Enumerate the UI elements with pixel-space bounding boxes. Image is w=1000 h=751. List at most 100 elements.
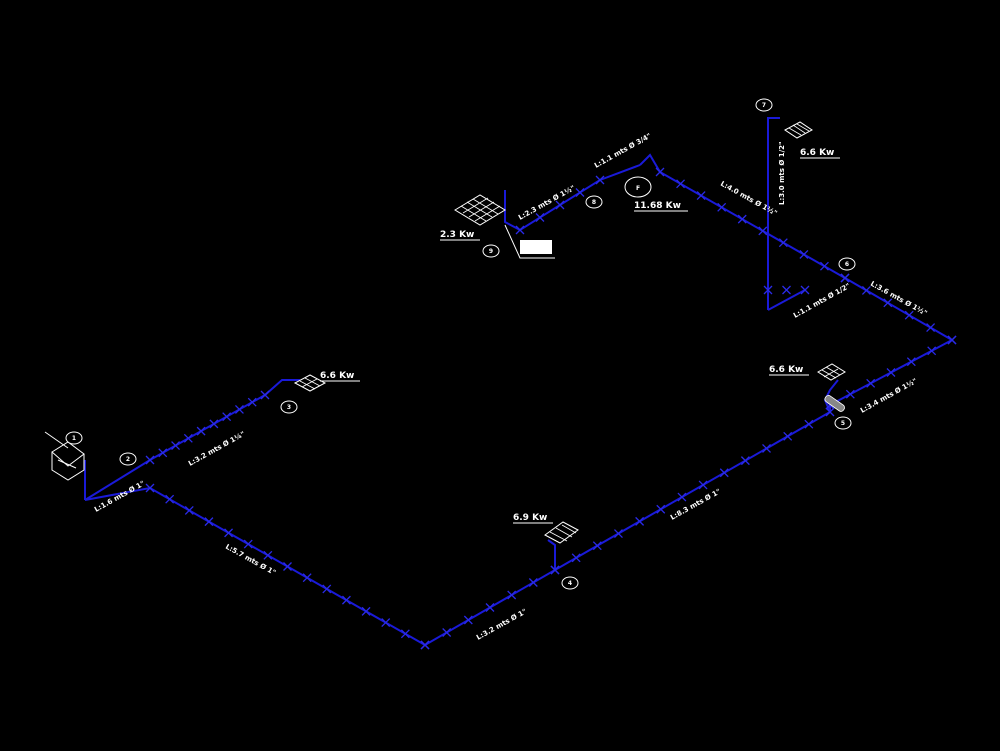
support-marker-21 [361,606,371,616]
gas-meter-box [504,224,555,259]
support-marker-65 [717,202,727,212]
pipe-support-markers [145,167,957,650]
appliance-left [293,374,327,392]
support-marker-60 [819,261,829,271]
node-3: 3 [280,400,298,414]
support-marker-2 [171,441,181,451]
power-label-top-right: 6.6 Kw [800,148,834,158]
support-marker-39 [698,480,708,490]
node-4: 4 [561,576,579,590]
support-marker-30 [528,578,538,587]
support-marker-32 [550,565,560,575]
pipe-bottom [424,411,831,646]
support-marker-43 [783,431,793,441]
node-7: 7 [755,98,773,112]
support-marker-38 [677,492,687,502]
appliance-top-left [454,194,506,226]
support-marker-16 [263,550,273,560]
label-seg-vertical: L:3.0 mts Ø 1/2" [778,141,786,205]
support-marker-75 [782,285,791,295]
support-marker-37 [656,504,666,514]
svg-text:6: 6 [845,261,849,268]
svg-text:5: 5 [841,420,845,427]
power-label-top-left: 2.3 Kw [440,230,474,240]
support-marker-68 [655,167,665,177]
water-heater-left [44,431,85,481]
power-label-right: 6.6 Kw [769,365,803,375]
power-label-bottom: 6.9 Kw [513,513,547,523]
support-marker-54 [926,323,936,333]
support-marker-51 [927,346,937,356]
support-marker-15 [243,539,253,549]
support-marker-12 [184,505,194,515]
support-marker-33 [571,553,581,563]
support-marker-35 [614,529,623,538]
svg-text:7: 7 [762,102,766,109]
label-seg-left-lower: L:5.7 mts Ø 1" [224,543,277,577]
support-marker-41 [740,456,750,466]
support-marker-56 [883,298,893,308]
power-label-left: 6.6 Kw [320,371,354,381]
node-markers: 1 2 3 4 5 6 7 8 9 F [65,98,856,590]
svg-text:9: 9 [489,248,493,255]
support-marker-27 [463,615,473,625]
support-marker-0 [145,455,155,465]
support-marker-29 [507,590,517,600]
node-2: 2 [119,452,137,466]
label-seg-top-riser: L:1.1 mts Ø 3/4" [593,132,653,170]
support-marker-8 [247,397,257,407]
label-seg-right-upper: L:3.6 mts Ø 1½" [869,280,928,318]
support-marker-47 [845,389,855,399]
pipe-network [84,117,953,646]
support-marker-72 [535,213,545,222]
support-marker-18 [302,573,312,583]
support-marker-45 [825,407,835,417]
node-9: 9 [482,244,500,258]
svg-text:4: 4 [568,580,572,587]
support-marker-1 [158,448,168,458]
appliance-right [817,363,846,381]
support-marker-70 [575,188,585,197]
pipe-bottom-riser [547,539,556,570]
support-marker-34 [592,541,602,551]
support-marker-66 [696,191,706,201]
support-marker-3 [183,433,193,443]
support-marker-76 [800,285,810,295]
appliance-top-right [784,121,813,139]
support-marker-63 [758,226,768,236]
power-labels: 6.6 Kw 2.3 Kw 11.68 Kw 6.6 Kw 6.6 Kw 6.9… [320,148,840,524]
support-marker-23 [400,629,410,639]
support-marker-7 [234,404,244,414]
support-marker-4 [196,426,206,436]
support-marker-14 [224,528,234,538]
support-marker-20 [341,595,351,605]
appliance-bottom [544,521,579,544]
label-seg-right-lower: L:3.4 mts Ø 1½" [859,377,918,415]
power-label-top-mid: 11.68 Kw [634,201,681,211]
pipe-top-left [504,164,641,232]
meter-node: F [624,176,652,198]
support-marker-62 [778,238,788,248]
pipe-labels: L:3.2 mts Ø 1¼" L:1.6 mts Ø 1" L:5.7 mts… [93,132,928,642]
support-marker-11 [165,494,175,504]
svg-text:3: 3 [287,404,291,411]
label-seg-left-upper: L:3.2 mts Ø 1¼" [187,430,246,468]
support-marker-55 [904,310,914,320]
pipe-right-lower [829,339,953,412]
flexible-connector-right [824,395,845,412]
support-marker-61 [799,249,809,259]
support-marker-69 [595,175,605,185]
support-marker-5 [209,419,219,429]
support-marker-6 [222,412,232,422]
svg-text:8: 8 [592,199,596,206]
support-marker-17 [283,562,292,571]
pipe-vertical-stub [767,289,806,311]
support-marker-57 [861,285,871,295]
node-1: 1 [65,431,83,445]
support-marker-74 [763,285,773,295]
support-marker-71 [555,200,565,210]
support-marker-26 [442,628,452,637]
support-marker-42 [762,444,771,453]
support-marker-40 [719,468,729,478]
